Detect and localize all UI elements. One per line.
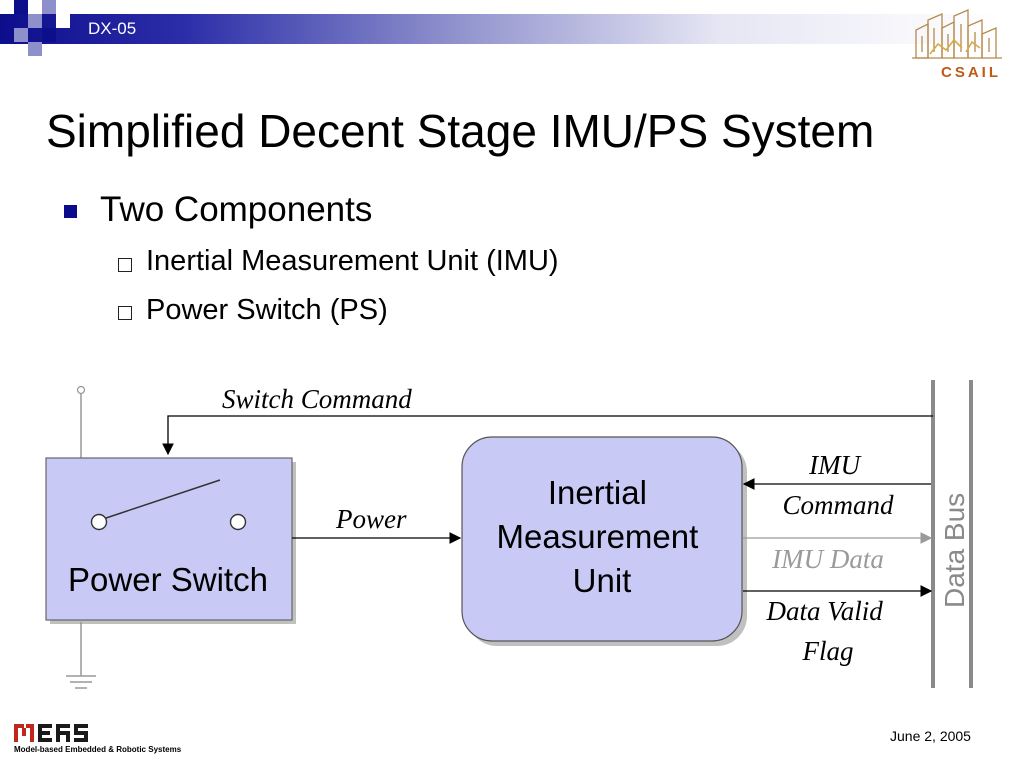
slide-title: Simplified Decent Stage IMU/PS System bbox=[46, 105, 875, 157]
hollow-square-bullet-icon bbox=[118, 306, 132, 320]
square-bullet-icon bbox=[64, 205, 77, 218]
bullet-two-components: Two Components bbox=[100, 190, 373, 229]
imu-command-line: Command bbox=[782, 490, 894, 520]
header-square-deco bbox=[14, 0, 28, 14]
mers-logo bbox=[14, 724, 88, 742]
header-square-deco bbox=[56, 14, 70, 28]
imu-ps-diagram: Power Switch Inertial Measurement Unit D… bbox=[45, 380, 973, 689]
header-square-deco bbox=[42, 28, 56, 42]
data-bus-label: Data Bus bbox=[939, 493, 970, 608]
imu-command-label: IMU Command bbox=[782, 450, 894, 520]
bullet-power-switch: Power Switch (PS) bbox=[146, 294, 388, 326]
imu-label-line: Unit bbox=[573, 562, 632, 599]
header-gradient-bar bbox=[0, 14, 1000, 44]
data-valid-line: Flag bbox=[802, 636, 854, 666]
data-valid-label: Data Valid Flag bbox=[765, 596, 889, 666]
imu-label-line: Inertial bbox=[548, 474, 647, 511]
slide-date: June 2, 2005 bbox=[890, 728, 971, 744]
power-switch-label: Power Switch bbox=[68, 561, 268, 598]
ground-icon bbox=[66, 622, 96, 689]
imu-box bbox=[461, 436, 743, 642]
mers-subtitle: Model-based Embedded & Robotic Systems bbox=[14, 745, 182, 754]
header-square-deco bbox=[28, 42, 42, 56]
power-switch-box bbox=[45, 457, 293, 621]
data-valid-line: Data Valid bbox=[765, 596, 883, 626]
power-label: Power bbox=[335, 504, 407, 534]
switch-symbol-icon bbox=[90, 479, 247, 531]
imu-command-line: IMU bbox=[808, 450, 861, 480]
imu-data-label: IMU Data bbox=[771, 544, 884, 574]
header-square-deco bbox=[42, 0, 56, 14]
csail-logo bbox=[912, 9, 1002, 59]
supply-terminal-icon bbox=[76, 385, 86, 458]
switch-command-label: Switch Command bbox=[222, 384, 412, 414]
imu-label: Inertial Measurement Unit bbox=[497, 474, 708, 599]
hollow-square-bullet-icon bbox=[118, 258, 132, 272]
header-square-deco bbox=[14, 28, 28, 42]
csail-logo-text: CSAIL bbox=[941, 64, 1001, 81]
bullet-imu: Inertial Measurement Unit (IMU) bbox=[146, 245, 559, 277]
imu-label-line: Measurement bbox=[497, 518, 699, 555]
header-square-deco bbox=[28, 14, 42, 28]
slide-id: DX-05 bbox=[88, 19, 137, 38]
switch-command-arrow bbox=[162, 415, 933, 456]
